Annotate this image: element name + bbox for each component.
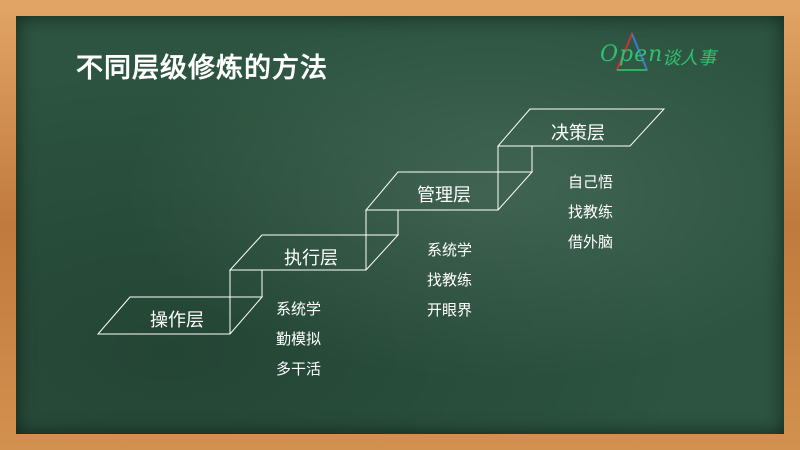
method-item: 找教练: [568, 203, 614, 221]
method-item: 勤模拟: [276, 330, 322, 348]
method-item: 借外脑: [568, 233, 614, 251]
method-item: 系统学: [276, 300, 322, 318]
methods-management: 系统学 找教练 开眼界: [427, 235, 472, 325]
triangle-logo-icon: [615, 32, 649, 71]
method-item: 开眼界: [427, 301, 473, 319]
method-item: 系统学: [427, 241, 473, 259]
step-decision: [496, 108, 666, 147]
methods-decision: 自己悟 找教练 借外脑: [568, 167, 613, 257]
level-label-operation: 操作层: [150, 310, 204, 331]
level-label-execution: 执行层: [284, 248, 338, 269]
method-item: 找教练: [427, 271, 473, 289]
chalkboard: [16, 16, 784, 434]
level-label-management: 管理层: [417, 185, 471, 206]
open-logo: Open 谈人事: [600, 32, 740, 78]
method-item: 多干活: [276, 360, 322, 378]
method-item: 自己悟: [568, 173, 614, 191]
slide-title: 不同层级修炼的方法: [76, 53, 328, 84]
logo-word: Open: [600, 42, 664, 67]
logo-tagline: 谈人事: [662, 48, 716, 69]
level-label-decision: 决策层: [551, 123, 605, 144]
methods-operation: 系统学 勤模拟 多干活: [276, 294, 321, 384]
